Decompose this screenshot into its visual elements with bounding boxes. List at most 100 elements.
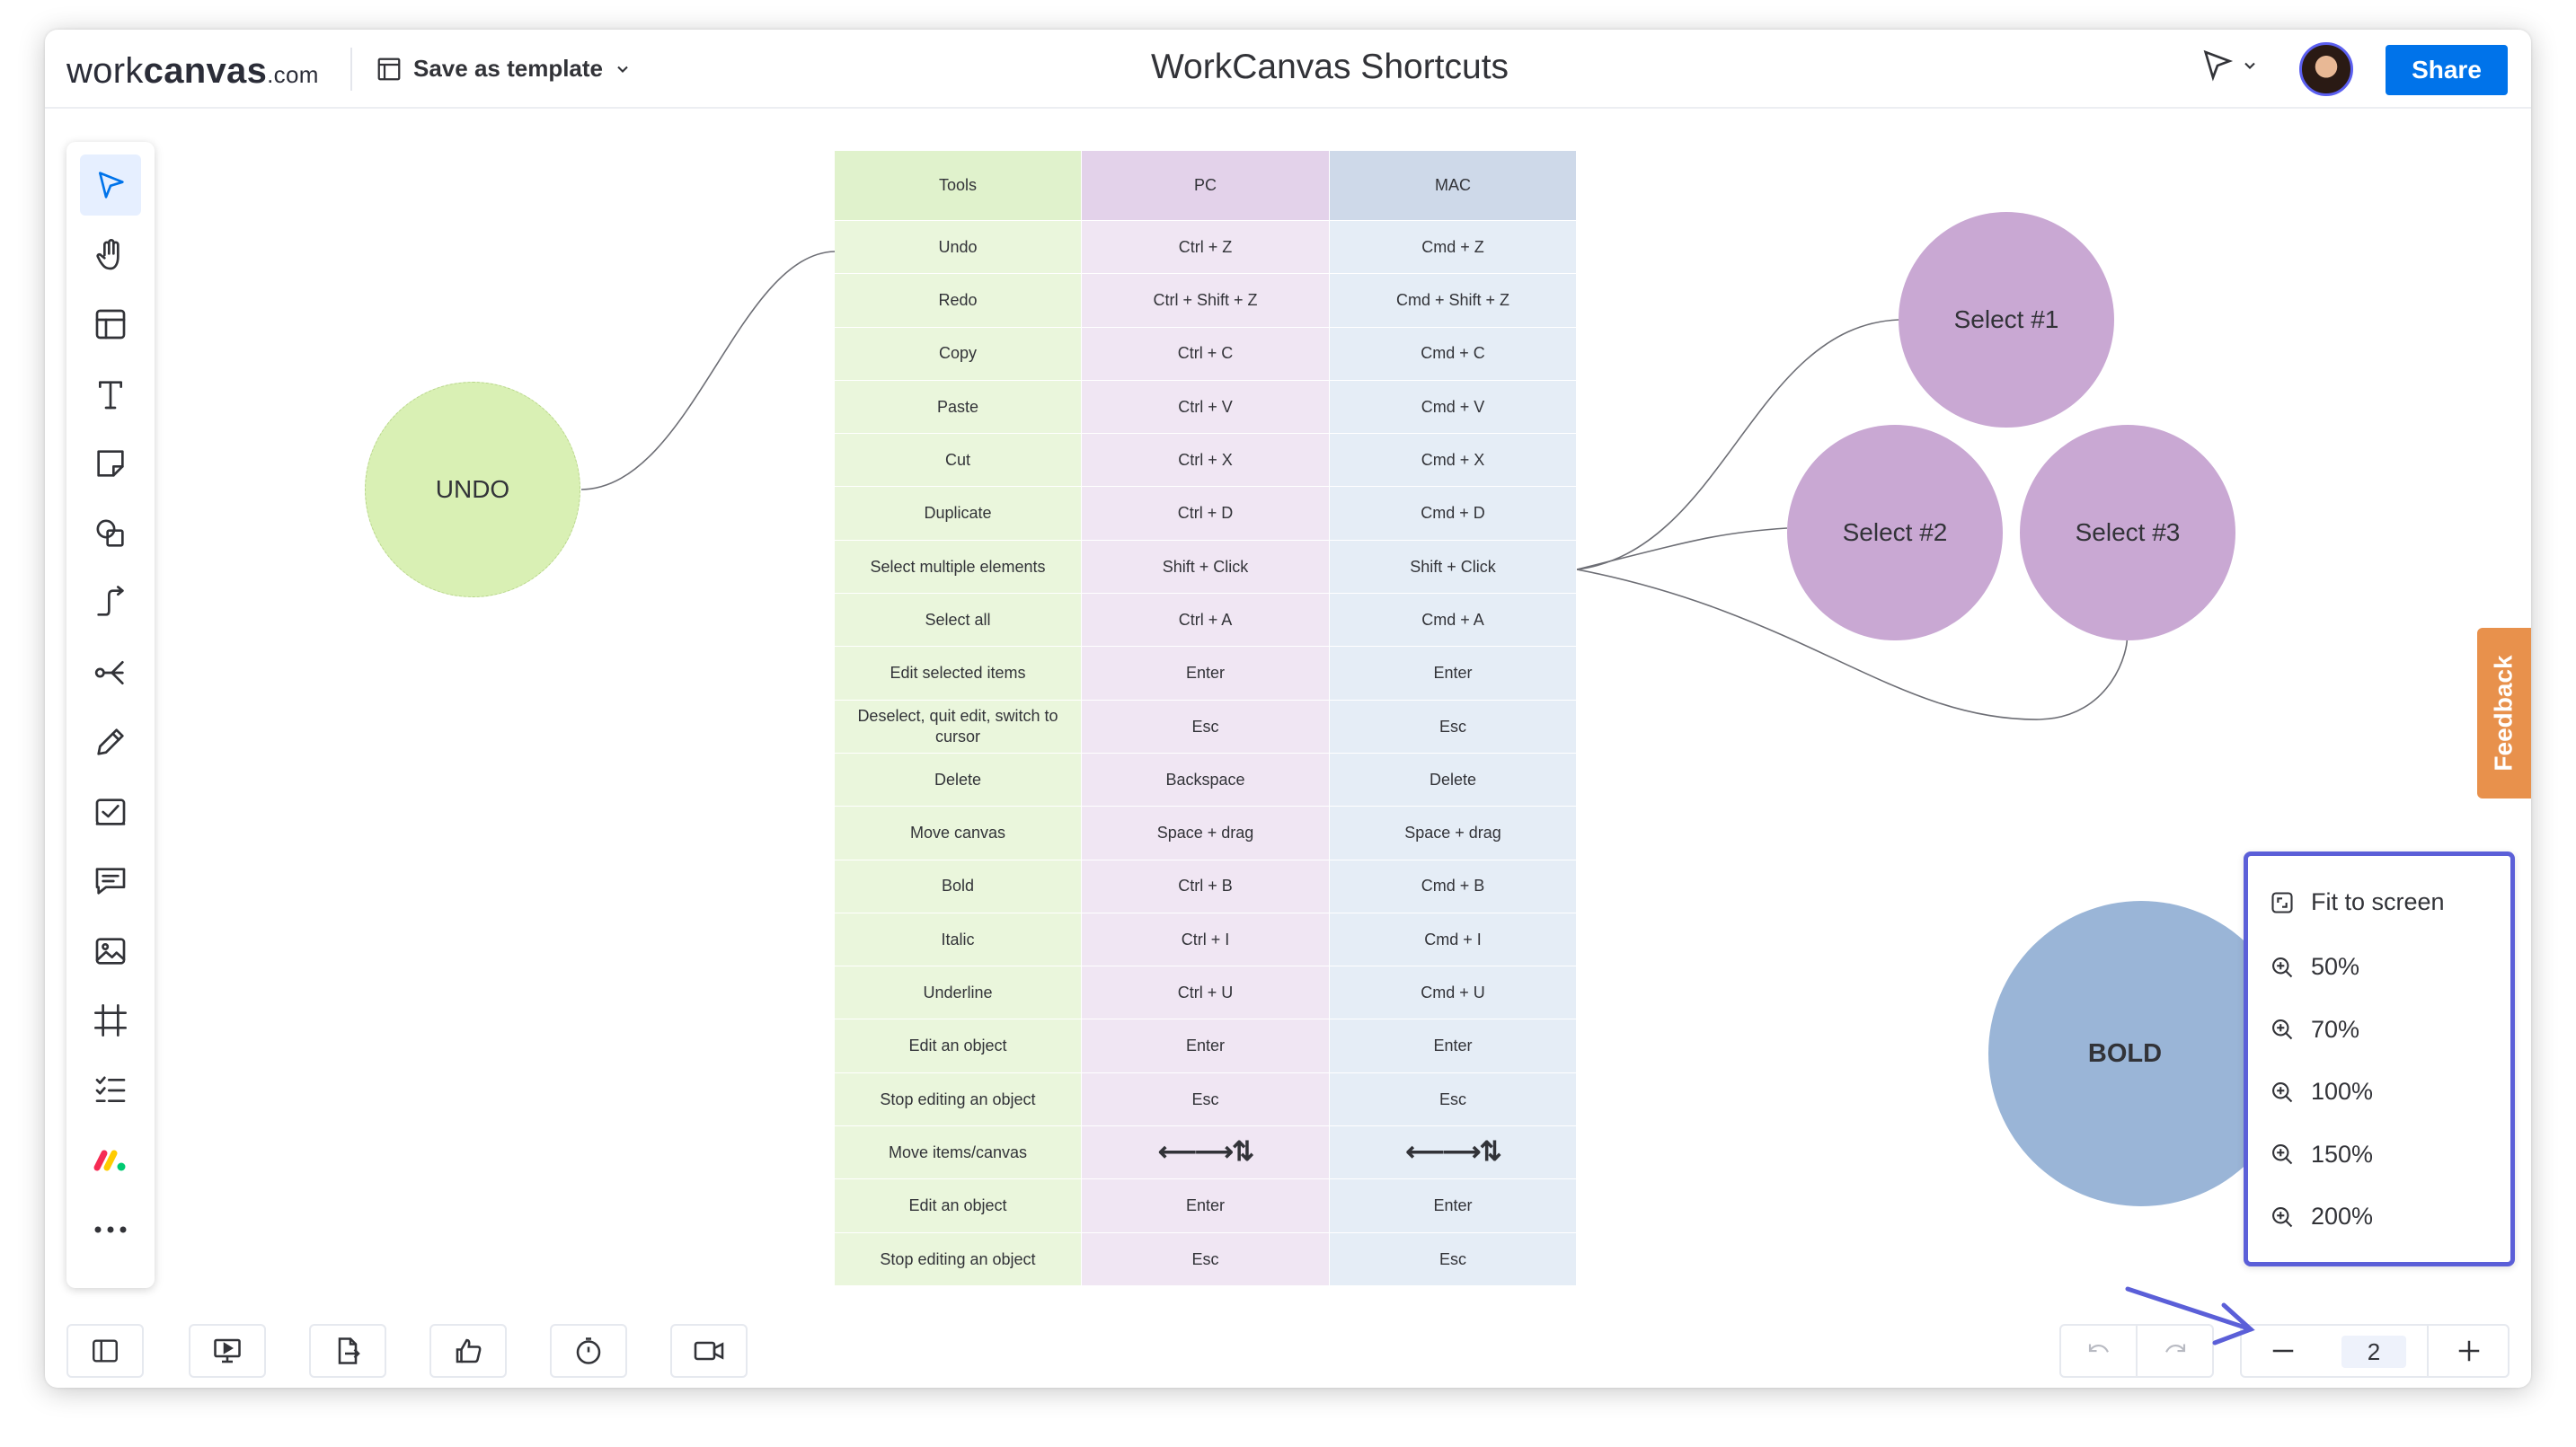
mac-shortcut-cell[interactable]: Space + drag	[1330, 807, 1577, 860]
share-button[interactable]: Share	[2386, 45, 2508, 95]
tool-cell[interactable]: Edit an object	[835, 1019, 1082, 1072]
tool-cell[interactable]: Delete	[835, 753, 1082, 807]
vote-button[interactable]	[429, 1324, 507, 1378]
pc-shortcut-cell[interactable]: Esc	[1082, 1072, 1330, 1126]
pc-shortcut-cell[interactable]: Enter	[1082, 1019, 1330, 1072]
select-2-circle[interactable]: Select #2	[1787, 425, 2003, 640]
zoom-option-200[interactable]: 200%	[2270, 1203, 2373, 1231]
monday-apps-button[interactable]	[80, 1129, 141, 1190]
pc-shortcut-cell[interactable]: ⟵⟶⇅	[1082, 1126, 1330, 1179]
tool-cell[interactable]: Move items/canvas	[835, 1126, 1082, 1179]
pc-shortcut-cell[interactable]: Backspace	[1082, 753, 1330, 807]
mac-shortcut-cell[interactable]: Cmd + U	[1330, 966, 1577, 1019]
tool-cell[interactable]: Edit selected items	[835, 647, 1082, 700]
redo-button[interactable]	[2138, 1326, 2212, 1376]
tool-cell[interactable]: Duplicate	[835, 487, 1082, 540]
pc-shortcut-cell[interactable]: Space + drag	[1082, 807, 1330, 860]
mac-shortcut-cell[interactable]: Esc	[1330, 700, 1577, 753]
tool-cell[interactable]: Paste	[835, 380, 1082, 434]
undo-button[interactable]	[2061, 1326, 2138, 1376]
tool-cell[interactable]: Underline	[835, 966, 1082, 1019]
zoom-option-150[interactable]: 150%	[2270, 1141, 2373, 1169]
mac-shortcut-cell[interactable]: Cmd + Shift + Z	[1330, 274, 1577, 327]
presentation-mode-button[interactable]	[2200, 48, 2259, 84]
frame-button[interactable]	[80, 990, 141, 1051]
mac-shortcut-cell[interactable]: Esc	[1330, 1072, 1577, 1126]
connector-button[interactable]	[80, 572, 141, 633]
select-tool-button[interactable]	[80, 154, 141, 216]
zoom-option-70[interactable]: 70%	[2270, 1016, 2359, 1044]
tool-cell[interactable]: Copy	[835, 327, 1082, 380]
logo[interactable]: workcanvas.com	[66, 51, 319, 91]
more-button[interactable]	[80, 1199, 141, 1260]
tool-cell[interactable]: Select all	[835, 594, 1082, 647]
mac-shortcut-cell[interactable]: Cmd + I	[1330, 913, 1577, 966]
pc-shortcut-cell[interactable]: Enter	[1082, 1179, 1330, 1232]
pc-shortcut-cell[interactable]: Shift + Click	[1082, 540, 1330, 594]
tool-cell[interactable]: Cut	[835, 434, 1082, 487]
user-avatar[interactable]	[2299, 42, 2353, 96]
pc-shortcut-cell[interactable]: Ctrl + Shift + Z	[1082, 274, 1330, 327]
timer-button[interactable]	[550, 1324, 627, 1378]
header-cell-mac[interactable]: MAC	[1330, 151, 1577, 220]
mac-shortcut-cell[interactable]: Cmd + C	[1330, 327, 1577, 380]
task-button[interactable]	[80, 781, 141, 843]
shapes-button[interactable]	[80, 503, 141, 564]
text-tool-button[interactable]	[80, 364, 141, 425]
tool-cell[interactable]: Select multiple elements	[835, 540, 1082, 594]
save-as-template-button[interactable]: Save as template	[376, 55, 632, 83]
checklist-button[interactable]	[80, 1060, 141, 1121]
pc-shortcut-cell[interactable]: Ctrl + B	[1082, 860, 1330, 913]
template-tool-button[interactable]	[80, 294, 141, 355]
canvas[interactable]: UNDO Select #1 Select #2 Select #3 BOLD …	[45, 110, 2531, 1305]
tool-cell[interactable]: Stop editing an object	[835, 1072, 1082, 1126]
mac-shortcut-cell[interactable]: Enter	[1330, 1179, 1577, 1232]
comment-button[interactable]	[80, 851, 141, 912]
pen-button[interactable]	[80, 711, 141, 772]
tool-cell[interactable]: Stop editing an object	[835, 1232, 1082, 1285]
mac-shortcut-cell[interactable]: Delete	[1330, 753, 1577, 807]
header-cell-tools[interactable]: Tools	[835, 151, 1082, 220]
tool-cell[interactable]: Deselect, quit edit, switch to cursor	[835, 700, 1082, 753]
zoom-fit-to-screen[interactable]: Fit to screen	[2270, 888, 2445, 916]
pc-shortcut-cell[interactable]: Ctrl + Z	[1082, 221, 1330, 274]
mac-shortcut-cell[interactable]: Enter	[1330, 1019, 1577, 1072]
undo-circle[interactable]: UNDO	[365, 382, 580, 597]
pc-shortcut-cell[interactable]: Esc	[1082, 700, 1330, 753]
pc-shortcut-cell[interactable]: Enter	[1082, 647, 1330, 700]
mac-shortcut-cell[interactable]: Shift + Click	[1330, 540, 1577, 594]
zoom-option-50[interactable]: 50%	[2270, 953, 2359, 981]
mac-shortcut-cell[interactable]: Cmd + Z	[1330, 221, 1577, 274]
bold-circle[interactable]: BOLD	[1988, 901, 2294, 1206]
zoom-level-value[interactable]: 2	[2341, 1336, 2406, 1368]
mac-shortcut-cell[interactable]: Cmd + X	[1330, 434, 1577, 487]
mac-shortcut-cell[interactable]: Esc	[1330, 1232, 1577, 1285]
sidebar-toggle-button[interactable]	[66, 1324, 144, 1378]
mac-shortcut-cell[interactable]: Enter	[1330, 647, 1577, 700]
zoom-option-100[interactable]: 100%	[2270, 1078, 2373, 1106]
pc-shortcut-cell[interactable]: Esc	[1082, 1232, 1330, 1285]
pc-shortcut-cell[interactable]: Ctrl + X	[1082, 434, 1330, 487]
feedback-tab[interactable]: Feedback	[2477, 628, 2531, 798]
tool-cell[interactable]: Edit an object	[835, 1179, 1082, 1232]
pc-shortcut-cell[interactable]: Ctrl + D	[1082, 487, 1330, 540]
header-cell-pc[interactable]: PC	[1082, 151, 1330, 220]
mind-map-button[interactable]	[80, 642, 141, 703]
zoom-in-button[interactable]	[2427, 1326, 2510, 1376]
tool-cell[interactable]: Move canvas	[835, 807, 1082, 860]
tool-cell[interactable]: Redo	[835, 274, 1082, 327]
pc-shortcut-cell[interactable]: Ctrl + C	[1082, 327, 1330, 380]
pc-shortcut-cell[interactable]: Ctrl + A	[1082, 594, 1330, 647]
video-button[interactable]	[670, 1324, 748, 1378]
tool-cell[interactable]: Italic	[835, 913, 1082, 966]
pc-shortcut-cell[interactable]: Ctrl + U	[1082, 966, 1330, 1019]
present-button[interactable]	[189, 1324, 266, 1378]
mac-shortcut-cell[interactable]: ⟵⟶⇅	[1330, 1126, 1577, 1179]
mac-shortcut-cell[interactable]: Cmd + D	[1330, 487, 1577, 540]
select-1-circle[interactable]: Select #1	[1899, 212, 2114, 428]
mac-shortcut-cell[interactable]: Cmd + A	[1330, 594, 1577, 647]
board-title[interactable]: WorkCanvas Shortcuts	[1150, 48, 1509, 86]
mac-shortcut-cell[interactable]: Cmd + V	[1330, 380, 1577, 434]
mac-shortcut-cell[interactable]: Cmd + B	[1330, 860, 1577, 913]
